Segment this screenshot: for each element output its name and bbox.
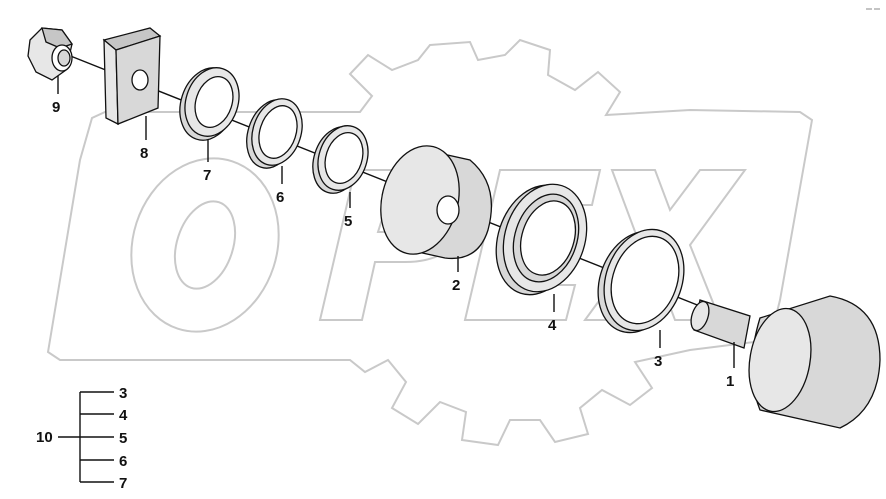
part-7-seal-ring	[179, 67, 240, 141]
part-1-knob	[690, 295, 881, 429]
kit-legend: 10 3 4 5 6 7	[36, 385, 128, 492]
part-8-plate	[102, 27, 162, 126]
callout-1: 1	[726, 373, 734, 390]
callout-9: 9	[52, 99, 60, 116]
callout-8: 8	[140, 145, 148, 162]
kit-legend-item: 3	[119, 385, 127, 402]
watermark-gear	[46, 38, 814, 447]
callout-3: 3	[654, 353, 662, 370]
kit-legend-item: 5	[119, 430, 127, 447]
part-4-bearing	[495, 183, 588, 296]
kit-legend-item: 6	[119, 453, 127, 470]
watermark-letter-o-inner	[173, 200, 237, 290]
kit-legend-kit-label: 10	[36, 429, 53, 446]
part-9-hex-nut	[27, 27, 74, 81]
callout-5: 5	[344, 213, 352, 230]
part-5-thin-ring	[312, 125, 369, 194]
watermark-letter-o	[130, 157, 280, 333]
kit-legend-item: 4	[119, 407, 128, 424]
callout-6: 6	[276, 189, 284, 206]
callout-4: 4	[548, 317, 557, 334]
callout-2: 2	[452, 277, 460, 294]
callout-7: 7	[203, 167, 211, 184]
part-6-o-ring	[246, 98, 303, 169]
part-3-outer-ring	[597, 228, 685, 334]
kit-legend-item: 7	[119, 475, 127, 492]
part-2-cylinder	[380, 145, 493, 260]
